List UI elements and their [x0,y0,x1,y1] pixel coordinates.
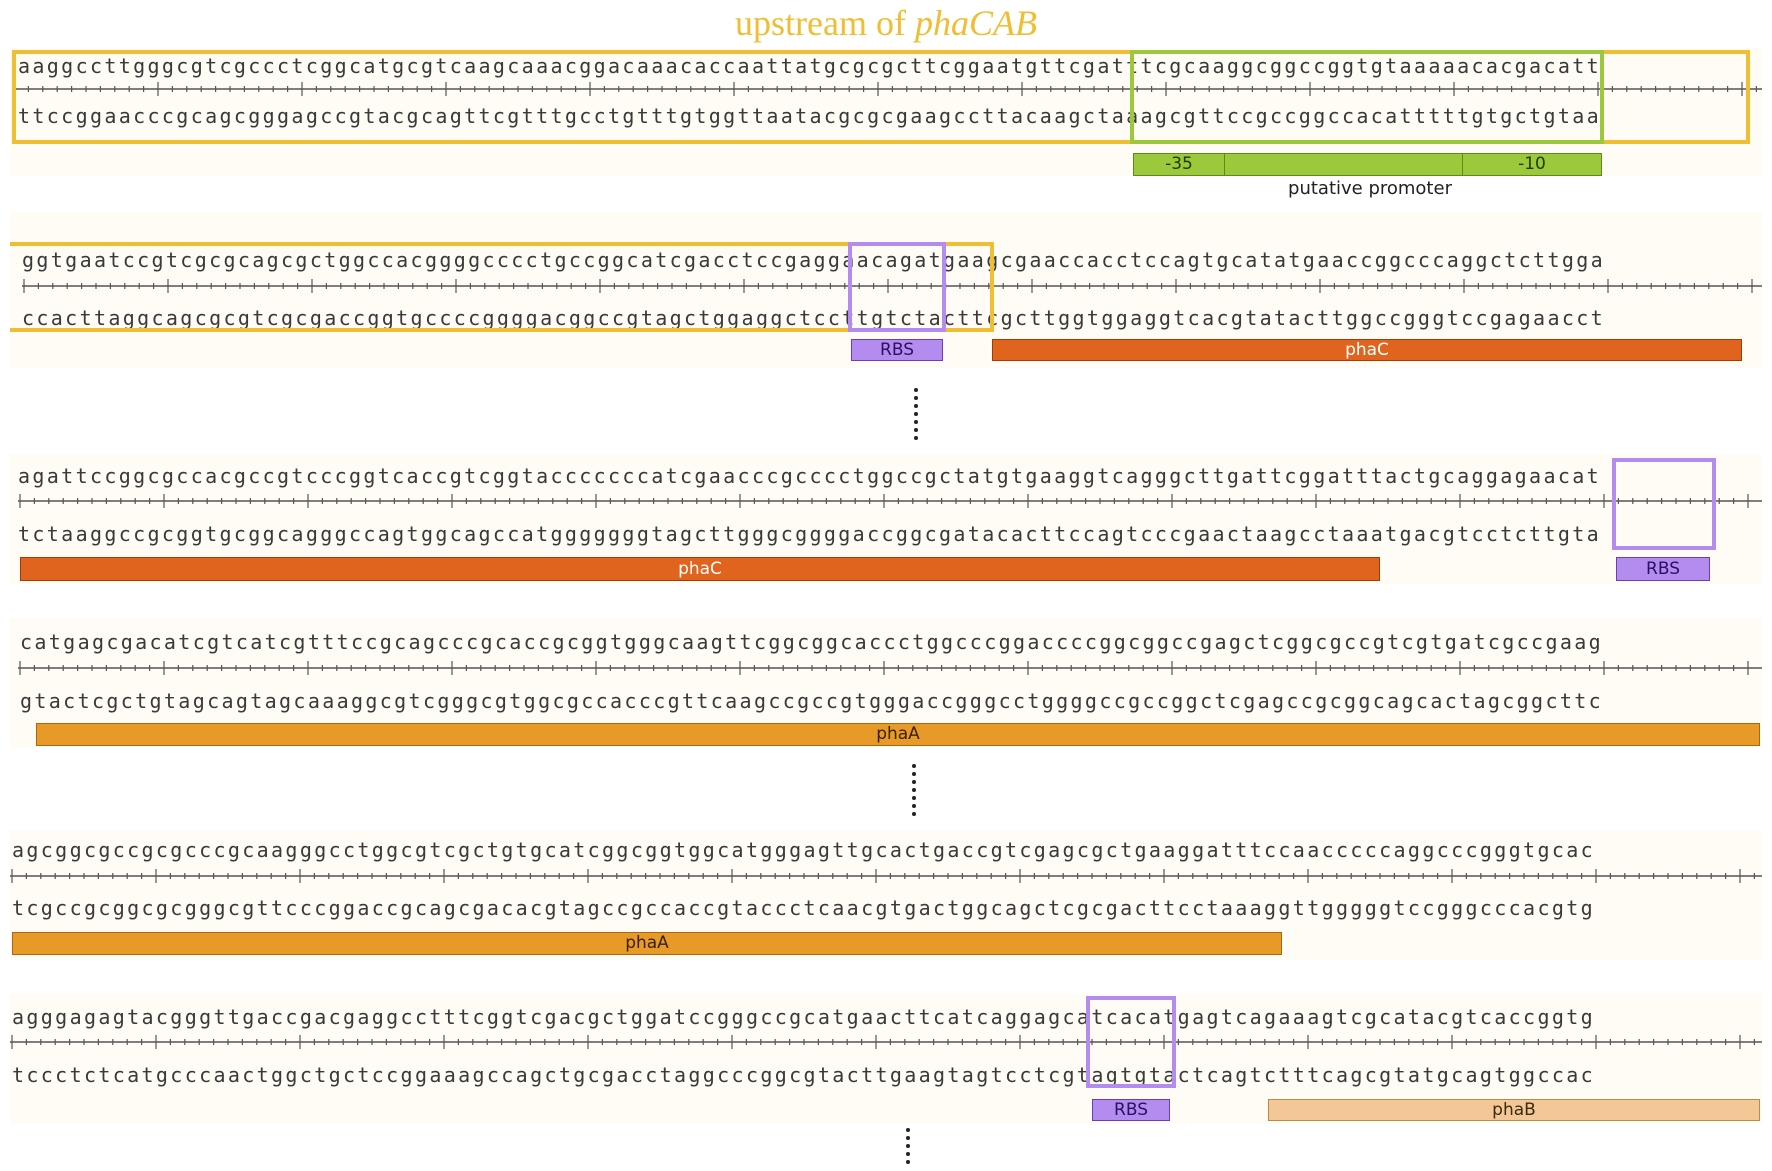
dot [912,788,916,792]
rbs-label-3: RBS [1114,1100,1148,1120]
row4-bottom-strand: gtactcgctgtagcagtagcaaaggcgtcgggcgtggcgc… [20,689,1604,713]
dot [914,404,918,408]
phaC-bar-1: phaC [992,339,1742,361]
rbs-box-1 [848,242,946,332]
ellipsis-1 [914,388,920,444]
dot [912,796,916,800]
dot [914,388,918,392]
title-prefix: upstream of [735,3,915,43]
phaA-bar-1: phaA [36,723,1760,746]
minus35-label: -35 [1165,154,1193,174]
row2-top-strand: ggtgaatccgtcgcgcagcgctggccacggggcccctgcc… [22,248,1606,272]
phaC-label-2: phaC [678,559,722,579]
phaC-label-1: phaC [1345,340,1389,360]
dot [906,1128,910,1132]
row6-bottom-strand: tccctctcatgcccaactggctgctccggaaagccagctg… [12,1063,1596,1087]
row5-bottom-strand: tcgccgcggcgcgggcgttcccggaccgcagcgacacgta… [12,896,1596,920]
dot [914,436,918,440]
phaC-bar-2: phaC [20,557,1380,581]
promoter-label: putative promoter [1288,178,1452,199]
figure-title: upstream of phaCAB [0,2,1772,44]
rbs-bar-2: RBS [1616,557,1710,581]
row1-top-strand: aaggccttgggcgtcgccctcggcatgcgtcaagcaaacg… [18,54,1602,78]
rbs-bar-1: RBS [851,339,943,361]
phaB-label: phaB [1492,1100,1536,1120]
ellipsis-3 [906,1128,912,1168]
dot [914,428,918,432]
row2-bottom-strand: ccacttaggcagcgcgtcgcgaccggtgccccggggacgg… [22,306,1606,330]
row5-ruler [10,869,1762,883]
dot [906,1136,910,1140]
row4-top-strand: catgagcgacatcgtcatcgtttccgcagcccgcaccgcg… [20,630,1604,654]
dot [912,804,916,808]
dot [906,1160,910,1164]
dot [912,772,916,776]
title-gene: phaCAB [914,3,1037,43]
phaA-bar-2: phaA [12,932,1282,955]
row5-top-strand: agcggcgccgcgcccgcaagggcctggcgtcgctgtgcat… [12,838,1596,862]
dot [914,420,918,424]
row1-ruler [12,82,1762,96]
minus10-label: -10 [1518,154,1546,174]
dot [914,412,918,416]
promoter-box [1130,50,1604,144]
row3-top-strand: agattccggcgccacgccgtcccggtcaccgtcggtaccc… [18,464,1602,488]
dot [912,812,916,816]
rbs-bar-3: RBS [1092,1099,1170,1121]
upstream-region-box-1 [12,50,1750,144]
minus10-box: -10 [1462,153,1602,176]
dot [914,396,918,400]
ellipsis-2 [912,764,918,820]
row6-ruler [10,1035,1762,1049]
row6-top-strand: agggagagtacgggttgaccgacgaggcctttcggtcgac… [12,1005,1596,1029]
phaA-label-1: phaA [876,724,920,744]
dot [912,764,916,768]
row4-ruler [18,661,1762,675]
dot [906,1144,910,1148]
minus35-box: -35 [1133,153,1225,176]
upstream-region-box-2 [10,242,994,332]
row3-bottom-strand: tctaaggccgcggtgcggcagggccagtggcagccatggg… [18,522,1602,546]
dot [912,780,916,784]
rbs-label-1: RBS [880,340,914,360]
row3-ruler [18,494,1762,508]
row1-bottom-strand: ttccggaacccgcagcgggagccgtacgcagttcgtttgc… [18,104,1602,128]
phaA-label-2: phaA [625,933,669,953]
rbs-box-2 [1612,458,1716,550]
row2-ruler [22,279,1762,293]
dot [906,1152,910,1156]
rbs-label-2: RBS [1646,559,1680,579]
rbs-box-3 [1086,996,1176,1088]
phaB-bar: phaB [1268,1099,1760,1121]
